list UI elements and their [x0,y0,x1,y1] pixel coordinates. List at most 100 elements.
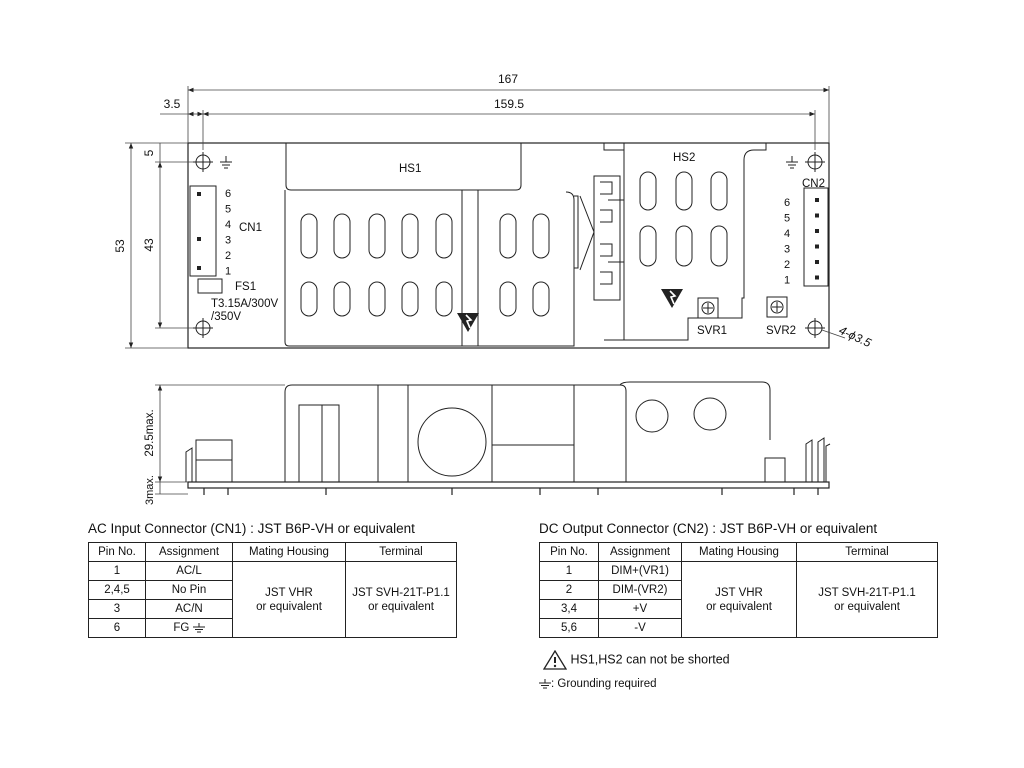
heatsink-slot [499,213,517,259]
cn2-pin [815,198,819,202]
cn1-pin-label: 4 [225,219,231,231]
heatsink-slot [639,225,657,267]
transformer-clip [574,175,624,301]
table-row: 2 DIM-(VR2) [539,580,938,600]
heatsink-slot [401,281,419,317]
grounding-note: : Grounding required [539,678,656,690]
svg-text:167: 167 [498,72,518,86]
svg-text:29.5max.: 29.5max. [144,409,156,456]
svr2-potentiometer: SVR2 [766,296,796,337]
svg-text:159.5: 159.5 [494,97,524,111]
dim-edge-offset: 3.5 [160,97,203,117]
cn1-pin-label: 6 [225,188,231,200]
top-view: 167 159.5 3.5 53 4 3 5 [113,72,874,350]
cn2-pin-label: 3 [784,244,790,256]
svg-text:HS1: HS1 [399,163,421,175]
ac-input-table: Pin No. Assignment Mating Housing Termin… [88,542,457,638]
hs1-heatsink: HS1 [284,143,575,347]
assignment-cell: AC/N [145,599,233,619]
table-row: 5,6 -V [539,618,938,638]
cn2-pin [815,229,819,233]
cn2-pin [815,260,819,264]
heatsink-slot [532,281,550,317]
mounting-hole-bottom-left [193,318,213,338]
hs2-heatsink: HS2 [603,143,767,341]
assignment-cell: -V [598,618,682,638]
cn1-pin-label: 5 [225,204,231,216]
dim-hole-spacing: 159.5 [203,97,815,117]
heatsink-slot [499,281,517,317]
cn1-side [185,439,233,483]
pin-cell: 3,4 [539,599,599,619]
heatsink-slot [435,213,453,259]
svg-text:CN1: CN1 [239,222,262,234]
heatsink-slot [300,213,318,259]
col-header: Pin No. [88,542,146,562]
pin-cell: 2 [539,580,599,600]
svg-text:53: 53 [113,239,127,253]
assignment-cell: FG [145,618,233,638]
dim-top-offset: 5 [142,143,161,162]
col-header: Pin No. [539,542,599,562]
assignment-cell: DIM+(VR1) [598,561,682,581]
cn2-pin-label: 6 [784,197,790,209]
heatsink-slot [333,213,351,259]
assignment-cell: No Pin [145,580,233,600]
cn2-pin-label: 1 [784,275,790,287]
svg-text:3.5: 3.5 [164,97,181,111]
hazard-icon [457,313,479,332]
warning-note: HS1,HS2 can not be shorted [542,649,730,670]
fs1-fuse: FS1 T3.15A/300V /350V [197,278,278,323]
cn2-pin [815,213,819,218]
svr1-potentiometer: SVR1 [697,297,727,337]
mechanical-drawing: 167 159.5 3.5 53 4 3 5 [113,72,874,505]
dc-output-table: Pin No. Assignment Mating Housing Termin… [539,542,938,638]
heatsink-slot [710,171,728,211]
table-header-row: Pin No. Assignment Mating Housing Termin… [539,542,938,562]
svg-text:5: 5 [142,149,156,156]
dim-overall-width: 167 [188,72,829,93]
col-header: Mating Housing [681,542,797,562]
svg-text:SVR2: SVR2 [766,325,796,337]
pin-cell: 6 [88,618,146,638]
assignment-cell: AC/L [145,561,233,581]
heatsink-slot [675,225,693,267]
pin-cell: 5,6 [539,618,599,638]
mounting-hole-top-right [805,152,825,172]
col-header: Assignment [598,542,682,562]
svg-text:3max.: 3max. [144,475,156,505]
heatsink-slot [532,213,550,259]
grounding-text: : Grounding required [551,678,657,690]
heatsink-slot [368,213,386,259]
cn1-pin-label: 2 [225,250,231,262]
cn2-pin-label: 2 [784,259,790,271]
heatsink-slot [300,281,318,317]
dc-table-title: DC Output Connector (CN2) : JST B6P-VH o… [539,521,878,536]
warning-text: HS1,HS2 can not be shorted [570,652,730,667]
cn2-side [805,437,831,482]
col-header: Mating Housing [232,542,346,562]
table-row: 3,4 +V [539,599,938,619]
mounting-hole-bottom-right [805,318,825,338]
heatsink-slot [675,171,693,211]
pin-cell: 3 [88,599,146,619]
svg-text:HS2: HS2 [673,152,695,164]
hazard-icon [661,289,683,308]
dim-bottom-clearance: 3max. [144,475,161,505]
ac-table-title: AC Input Connector (CN1) : JST B6P-VH or… [88,521,415,536]
ground-icon [220,156,232,169]
svg-text:CN2: CN2 [802,178,825,190]
svg-text:4-ϕ3.5: 4-ϕ3.5 [837,323,874,350]
svg-text:SVR1: SVR1 [697,325,727,337]
cn2-pin [815,275,819,280]
mounting-hole-top-left [193,152,213,172]
ground-icon [786,156,798,169]
heatsink-slot [710,225,728,267]
table-row: 6 FG [88,618,457,638]
col-header: Terminal [796,542,938,562]
